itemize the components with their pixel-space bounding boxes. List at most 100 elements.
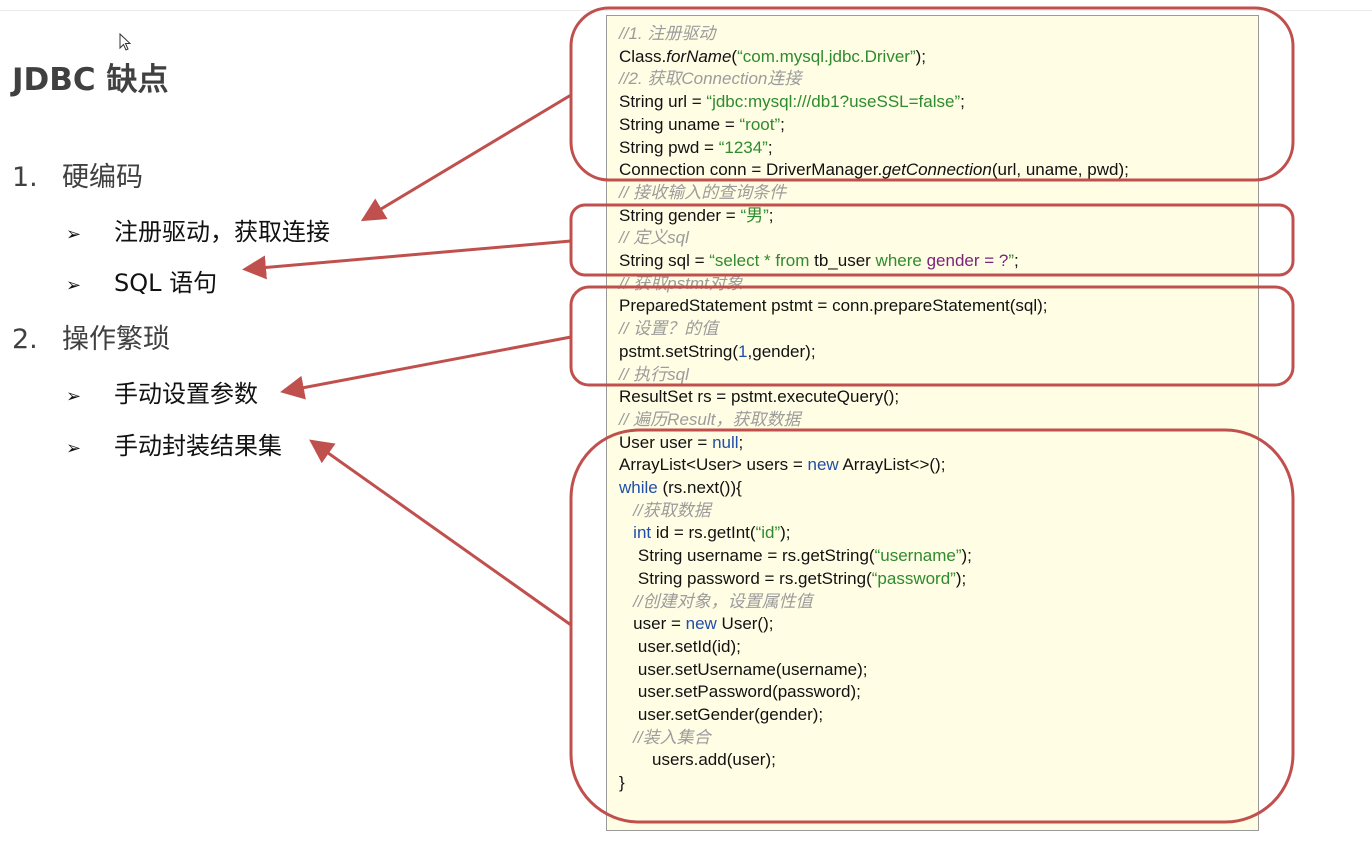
code-token: tb_user bbox=[814, 251, 876, 270]
code-comment: //1. 注册驱动 bbox=[619, 24, 716, 43]
code-line: String username = rs.getString(“username… bbox=[619, 546, 972, 566]
code-line: String gender = “男”; bbox=[619, 206, 774, 226]
highlight-sql bbox=[569, 203, 1295, 277]
code-token: ); bbox=[780, 523, 791, 543]
code-token: Connection conn = DriverManager. bbox=[619, 160, 883, 180]
code-comment: //创建对象，设置属性值 bbox=[633, 591, 813, 611]
top-divider bbox=[0, 10, 1372, 11]
list-number: 2. bbox=[12, 324, 38, 355]
code-keyword: null bbox=[712, 432, 739, 452]
code-comment: // 设置？的值 bbox=[619, 319, 719, 339]
code-line: //创建对象，设置属性值 bbox=[619, 591, 813, 612]
code-token: PreparedStatement pstmt = conn.prepareSt… bbox=[619, 296, 1048, 316]
code-token: (url, uname, pwd); bbox=[991, 160, 1129, 180]
arrow-bullet-icon: ➢ bbox=[66, 438, 82, 459]
arrow-bullet-icon: ➢ bbox=[66, 224, 82, 245]
code-line: while (rs.next()){ bbox=[619, 478, 742, 498]
sub-item-set-params: ➢手动设置参数 bbox=[66, 374, 258, 409]
code-token: ; bbox=[780, 114, 785, 134]
code-token: user = bbox=[619, 614, 686, 634]
code-line: user.setUsername(username); bbox=[619, 659, 868, 680]
code-token: ,gender); bbox=[747, 341, 816, 361]
code-comment: //获取数据 bbox=[633, 500, 711, 520]
sub-item-label: 手动封装结果集 bbox=[114, 432, 282, 460]
code-token: ; bbox=[738, 432, 744, 452]
code-comment: // 执行sql bbox=[619, 364, 689, 384]
code-line: Class.forName(“com.mysql.jdbc.Driver”); bbox=[619, 47, 926, 67]
code-comment: // 遍历Result，获取数据 bbox=[619, 409, 801, 429]
code-comment: //2. 获取Connection连接 bbox=[619, 69, 802, 89]
code-string: “root” bbox=[739, 114, 781, 134]
highlight-set-params bbox=[569, 285, 1295, 387]
code-token: Class. bbox=[619, 46, 667, 66]
code-string: “username” bbox=[874, 546, 962, 566]
code-line: String url = “jdbc:mysql:///db1?useSSL=f… bbox=[619, 92, 965, 112]
code-comment: // 定义sql bbox=[619, 228, 689, 248]
sub-item-sql: ➢SQL 语句 bbox=[66, 263, 217, 298]
code-line: //装入集合 bbox=[619, 728, 710, 748]
code-line: pstmt.setString(1,gender); bbox=[619, 342, 816, 362]
code-line: user.setId(id); bbox=[619, 637, 741, 657]
arrow-bullet-icon: ➢ bbox=[66, 275, 82, 296]
code-token: ArrayList<User> users = bbox=[619, 455, 808, 475]
code-token: ; bbox=[1014, 251, 1019, 270]
sub-item-label: 注册驱动，获取连接 bbox=[114, 218, 330, 246]
code-line: ArrayList<User> users = new ArrayList<>(… bbox=[619, 455, 945, 475]
code-token: user.setUsername(username); bbox=[619, 659, 868, 679]
code-token: String password = rs.getString( bbox=[619, 568, 872, 588]
code-line: String pwd = “1234”; bbox=[619, 138, 773, 158]
code-token: pstmt.setString( bbox=[619, 341, 739, 361]
code-line: User user = null; bbox=[619, 433, 743, 453]
code-comment: // 接收输入的查询条件 bbox=[619, 182, 787, 202]
code-keyword: int bbox=[633, 523, 652, 543]
code-token: ; bbox=[960, 92, 965, 112]
code-line: // 接收输入的查询条件 bbox=[619, 183, 786, 203]
code-line: } bbox=[619, 773, 625, 793]
code-keyword: new bbox=[807, 455, 839, 475]
code-line: user = new User(); bbox=[619, 614, 773, 634]
code-line: Connection conn = DriverManager.getConne… bbox=[619, 160, 1129, 180]
code-token: } bbox=[619, 773, 625, 793]
code-token: String uname = bbox=[619, 114, 740, 134]
code-token: (rs.next()){ bbox=[657, 478, 742, 497]
code-line: int id = rs.getInt(“id”); bbox=[619, 523, 791, 543]
code-token: ); bbox=[961, 546, 972, 566]
code-line: ResultSet rs = pstmt.executeQuery(); bbox=[619, 387, 899, 407]
code-token: ResultSet rs = pstmt.executeQuery(); bbox=[619, 387, 900, 407]
code-token: String gender = bbox=[619, 205, 741, 225]
code-token: String username = rs.getString( bbox=[619, 546, 875, 566]
code-keyword: while bbox=[619, 478, 658, 497]
sub-item-register-driver: ➢ 注册驱动，获取连接 bbox=[66, 212, 330, 247]
code-token: ; bbox=[767, 137, 773, 157]
code-token: String url = bbox=[619, 92, 707, 112]
code-line: // 定义sql bbox=[619, 228, 689, 248]
code-line: String password = rs.getString(“password… bbox=[619, 569, 966, 589]
mouse-cursor-icon bbox=[119, 33, 132, 51]
code-token: user.setGender(gender); bbox=[619, 705, 824, 724]
code-token: gender = ? bbox=[926, 251, 1009, 270]
list-number: 1. bbox=[12, 162, 38, 193]
list-label: 操作繁琐 bbox=[62, 324, 170, 355]
code-line: user.setGender(gender); bbox=[619, 705, 823, 725]
code-token: ; bbox=[768, 205, 774, 225]
list-item-hardcoding: 1.硬编码 bbox=[12, 155, 143, 194]
code-token: ); bbox=[915, 46, 927, 66]
code-token: users.add(user); bbox=[619, 750, 776, 770]
highlight-connection bbox=[569, 6, 1295, 182]
sub-item-wrap-result: ➢ 手动封装结果集 bbox=[66, 426, 282, 461]
code-token: User user = bbox=[619, 432, 713, 452]
code-string: “com.mysql.jdbc.Driver” bbox=[737, 46, 916, 66]
code-token: String sql = bbox=[619, 251, 710, 270]
code-token: user.setId(id); bbox=[619, 636, 741, 656]
code-block bbox=[606, 15, 1259, 831]
code-string: “id” bbox=[755, 523, 781, 543]
code-line: PreparedStatement pstmt = conn.prepareSt… bbox=[619, 296, 1048, 316]
code-line: //1. 注册驱动 bbox=[619, 24, 715, 44]
code-token: user.setPassword(password); bbox=[619, 682, 861, 702]
highlight-result-set bbox=[569, 428, 1295, 824]
arrow-to-sql bbox=[242, 239, 572, 280]
slide-title: JDBC 缺点 bbox=[12, 62, 169, 98]
arrow-to-wrap-result bbox=[309, 439, 572, 627]
sub-item-label: 手动设置参数 bbox=[114, 380, 258, 408]
